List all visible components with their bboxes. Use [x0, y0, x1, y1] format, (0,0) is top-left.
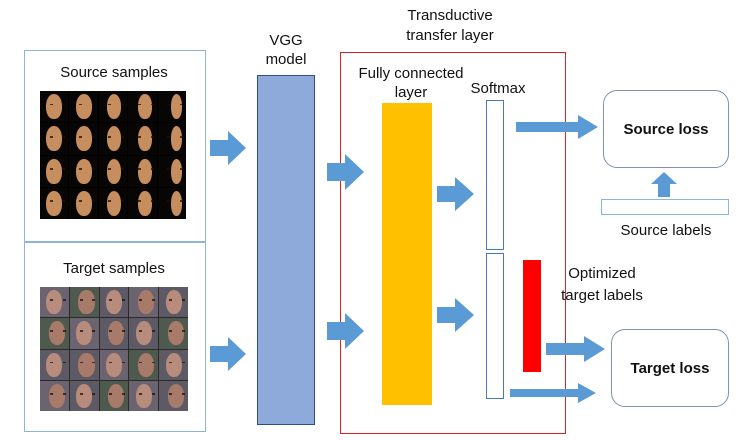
face-image	[40, 318, 69, 349]
vgg-model-block	[257, 75, 315, 425]
face-image	[129, 318, 159, 349]
optimized-label-line1: Optimized	[568, 265, 636, 282]
face-image	[99, 349, 129, 380]
face-image	[40, 187, 69, 219]
face-image	[98, 155, 128, 187]
face-image	[157, 187, 186, 219]
face-image	[69, 318, 99, 349]
transductive-label-line2: transfer layer	[406, 27, 494, 44]
face-image	[128, 155, 157, 187]
softmax-target-block	[486, 253, 504, 399]
face-image	[98, 187, 128, 219]
arrow-optimized-to-target-loss	[546, 336, 605, 362]
source-labels-bar	[601, 199, 729, 215]
face-image	[69, 123, 98, 155]
face-image	[98, 123, 128, 155]
arrow-source-to-vgg	[210, 131, 246, 165]
arrow-target-to-vgg	[210, 337, 246, 371]
arrow-source-labels-to-source-loss	[651, 172, 677, 197]
face-image	[40, 380, 69, 411]
face-image	[69, 287, 99, 318]
vgg-label-line2: model	[265, 51, 307, 68]
fully-connected-label-line2: layer	[394, 84, 428, 101]
face-image	[157, 123, 186, 155]
face-image	[129, 380, 159, 411]
face-image	[159, 380, 188, 411]
face-image	[129, 287, 159, 318]
face-image	[40, 155, 69, 187]
face-image	[40, 91, 69, 123]
arrow-vgg-to-fc-bottom	[327, 313, 364, 349]
face-image	[69, 155, 98, 187]
face-image	[99, 318, 129, 349]
face-image	[69, 380, 99, 411]
source-loss-box: Source loss	[603, 90, 729, 168]
face-image	[129, 349, 159, 380]
face-image	[98, 91, 128, 123]
optimized-label-line2: target labels	[561, 287, 643, 304]
face-image	[40, 123, 69, 155]
face-image	[69, 187, 98, 219]
source-labels-label: Source labels	[620, 222, 712, 239]
softmax-label: Softmax	[470, 80, 526, 97]
face-image	[159, 318, 188, 349]
face-image	[159, 349, 188, 380]
face-image	[128, 91, 157, 123]
transductive-transfer-layer-box	[340, 52, 566, 434]
target-samples-label: Target samples	[63, 260, 165, 277]
arrow-softmax-to-target-loss	[510, 383, 596, 403]
face-image	[157, 91, 186, 123]
face-image	[159, 287, 188, 318]
face-image	[99, 380, 129, 411]
face-image	[157, 155, 186, 187]
source-samples-label: Source samples	[60, 64, 168, 81]
source-face-grid	[40, 91, 186, 219]
optimized-target-labels-block	[523, 260, 541, 372]
vgg-label-line1: VGG	[269, 32, 303, 49]
face-image	[40, 287, 69, 318]
fully-connected-label-line1: Fully connected	[358, 65, 464, 82]
face-image	[128, 187, 157, 219]
target-loss-box: Target loss	[611, 329, 729, 407]
face-image	[128, 123, 157, 155]
softmax-source-block	[486, 100, 504, 250]
face-image	[69, 349, 99, 380]
transductive-label-line1: Transductive	[407, 7, 493, 24]
face-image	[40, 349, 69, 380]
fully-connected-layer-block	[382, 103, 432, 405]
face-image	[69, 91, 98, 123]
arrow-fc-to-softmax-bottom	[437, 298, 474, 332]
face-image	[99, 287, 129, 318]
arrow-vgg-to-fc-top	[327, 154, 364, 190]
arrow-fc-to-softmax-top	[437, 177, 474, 211]
arrow-softmax-to-source-loss	[516, 115, 598, 139]
target-face-grid	[40, 287, 188, 411]
